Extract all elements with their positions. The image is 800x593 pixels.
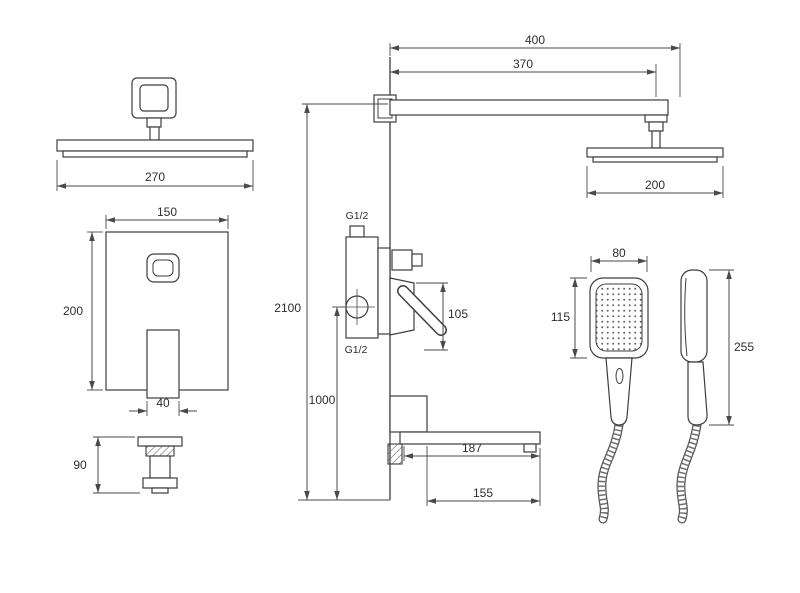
valve-body: [345, 236, 379, 339]
bath-spout-side-view: 187 155: [387, 395, 541, 506]
shower-arm: [389, 99, 669, 116]
dim-spout-height: 1000: [309, 393, 336, 407]
arm-nut: [146, 117, 162, 128]
dim-spout-depth: 90: [73, 458, 87, 472]
installation-heights: 2100 1000: [274, 103, 390, 501]
valve-escutcheon: [377, 247, 391, 335]
spout-profile-top: [137, 436, 183, 447]
dim-arm-to-center: 370: [513, 57, 533, 71]
mixer-valve-side-view: G1/2 G1/2 105: [339, 210, 468, 356]
diverter-button-inner: [152, 259, 174, 277]
arm-end-step: [644, 114, 668, 123]
dim-overhead-front-width: 270: [145, 170, 165, 184]
hand-shower-mode-button: [615, 368, 624, 384]
hand-shower-hose-fill: [598, 421, 623, 523]
dim-spout-reach-overall: 187: [462, 441, 482, 455]
hand-shower-side-hose-fill: [677, 421, 701, 523]
spout-arm: [399, 431, 541, 445]
hand-shower-side-detail: [684, 277, 688, 357]
mixer-plate-front-view: 150 200 40: [63, 205, 229, 416]
shower-head-side-lip: [592, 156, 718, 163]
hand-shower-side-handle: [687, 361, 708, 426]
hand-shower-handle: [605, 357, 633, 426]
dim-arm-overall: 400: [525, 33, 545, 47]
valve-handle-knob: [411, 253, 423, 267]
spout-wall-connector: [387, 443, 403, 465]
dim-spout-reach: 155: [473, 486, 493, 500]
diverter-button: [146, 253, 180, 283]
arm-end-stem: [651, 130, 661, 149]
dim-plate-height: 200: [63, 304, 83, 318]
spout-body: [389, 395, 428, 433]
hand-shower-front-view: 80 115: [551, 246, 649, 524]
shower-head-side-body: [586, 147, 724, 158]
spout-tip-nub: [523, 443, 537, 453]
spout-profile-view: 90: [73, 436, 183, 494]
shower-arm-side-view: 400 370 200: [373, 33, 724, 198]
dim-handshower-width: 80: [612, 246, 626, 260]
spout-profile-flare: [142, 477, 178, 489]
dim-valve-height: 105: [448, 307, 468, 321]
dim-handle-width: 40: [156, 396, 170, 410]
hand-shower-spray-face: [595, 283, 643, 352]
arm-stem: [149, 126, 160, 141]
dim-handshower-face: 115: [551, 310, 570, 324]
dim-plate-width: 150: [157, 205, 177, 219]
valve-top-port: [349, 225, 365, 238]
hand-shower-side-view: 255: [676, 269, 754, 524]
dim-handshower-length: 255: [734, 340, 754, 354]
thread-label-top: G1/2: [346, 210, 369, 222]
valve-handle-base: [391, 249, 413, 271]
ceiling-flange-inner: [139, 84, 169, 112]
spout-profile-body: [149, 455, 171, 479]
spout-profile-nub: [151, 487, 169, 494]
mixer-handle: [146, 329, 180, 399]
dim-overhead-side-width: 200: [645, 178, 665, 192]
dim-ceiling-height: 2100: [274, 301, 301, 315]
thread-label-bottom: G1/2: [345, 344, 368, 356]
overhead-shower-front-view: 270: [56, 77, 254, 191]
spout-profile-hatch: [145, 445, 175, 457]
arm-end-nut: [648, 121, 664, 132]
shower-head-lip: [62, 150, 248, 158]
valve-lever-fill: [398, 286, 446, 335]
shower-head-body: [56, 139, 254, 152]
